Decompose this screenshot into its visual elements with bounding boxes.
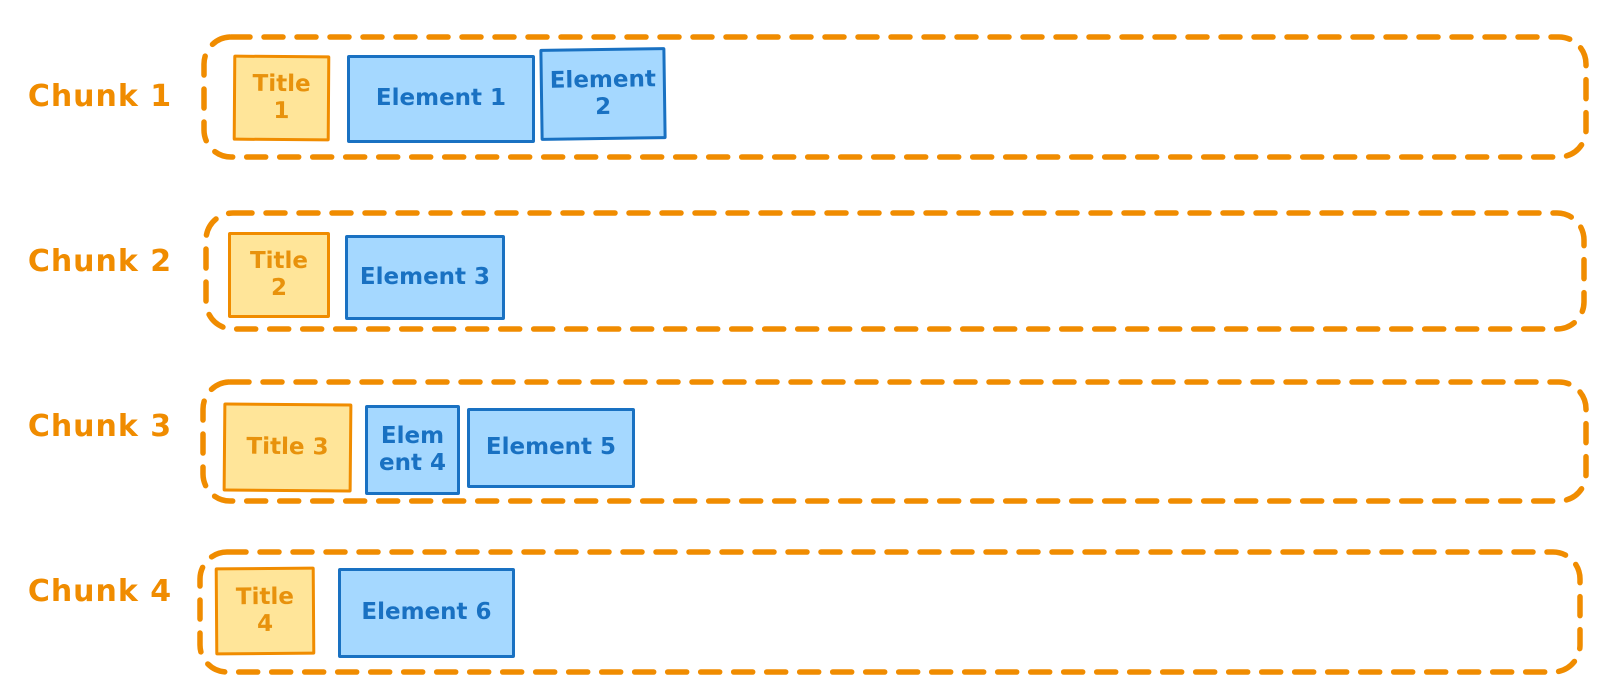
element-box: Element 3 <box>345 235 505 320</box>
title-box: Title 3 <box>222 402 353 493</box>
chunk-4-label: Chunk 4 <box>27 574 173 609</box>
title-box: Title 4 <box>214 566 316 656</box>
element-box: Element 4 <box>365 405 460 495</box>
element-box: Element 1 <box>347 55 535 143</box>
element-box: Element 6 <box>338 568 515 658</box>
title-box: Title 1 <box>232 54 331 142</box>
chunk-1-label: Chunk 1 <box>27 79 173 114</box>
chunk-4-container: Title 4 Element 6 <box>196 548 1584 676</box>
chunk-3-container: Title 3 Element 4 Element 5 <box>199 378 1590 505</box>
chunk-4-dashed-border <box>197 549 1583 675</box>
chunk-3-label: Chunk 3 <box>27 409 173 444</box>
title-box: Title 2 <box>228 232 330 318</box>
chunk-3-dashed-border <box>200 379 1589 504</box>
chunk-2-dashed-border <box>203 210 1587 332</box>
element-box: Element 5 <box>467 408 635 488</box>
element-box: Element 2 <box>539 47 667 141</box>
chunk-1-container: Title 1 Element 1 Element 2 <box>200 33 1590 161</box>
chunk-1-dashed-border <box>201 34 1589 160</box>
chunk-2-container: Title 2 Element 3 <box>202 209 1588 333</box>
chunk-2-label: Chunk 2 <box>27 244 173 279</box>
